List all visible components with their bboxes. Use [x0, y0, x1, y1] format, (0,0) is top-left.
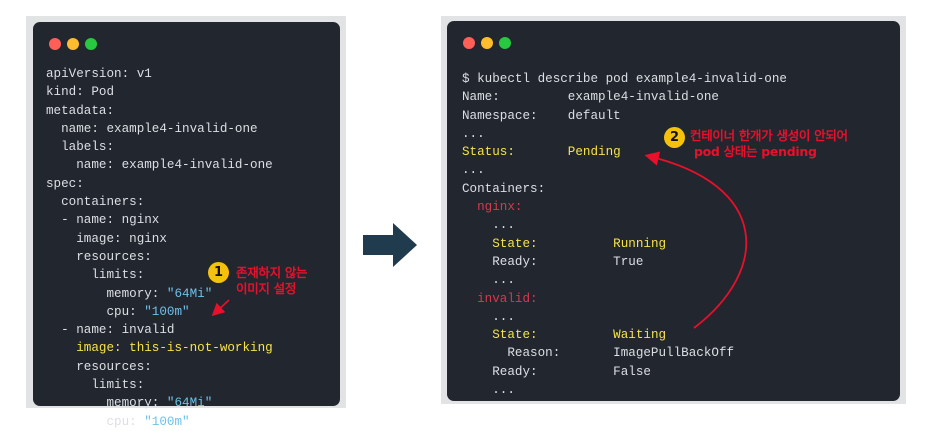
left-line: kind: Pod: [46, 85, 115, 100]
right-line: Ready: True: [462, 254, 644, 269]
left-line: name: example4-invalid-one: [46, 158, 273, 173]
right-terminal: $ kubectl describe pod example4-invalid-…: [447, 21, 900, 401]
left-terminal: apiVersion: v1 kind: Pod metadata: name: e…: [33, 22, 340, 429]
left-line: limits:: [46, 268, 145, 283]
right-line: invalid:: [462, 291, 538, 306]
left-line: - name: invalid: [46, 323, 175, 338]
left-line: image: nginx: [46, 231, 167, 246]
left-line: apiVersion: v1: [46, 67, 152, 81]
annotation-2-text: 컨테이너 한개가 생성이 안되어 pod 상태는 pending: [690, 128, 848, 159]
right-line: ...: [462, 126, 485, 141]
left-line: containers:: [46, 195, 145, 210]
left-line: image: this-is-not-working: [46, 341, 273, 356]
left-line: - name: nginx: [46, 213, 160, 228]
left-line: resources:: [46, 359, 152, 374]
left-line: resources:: [46, 249, 152, 264]
right-line: Name: example4-invalid-one: [462, 90, 719, 105]
right-line: State: Waiting: [462, 328, 667, 343]
flow-arrow-icon: [363, 223, 417, 267]
yaml-code: apiVersion: v1 kind: Pod metadata: name: e…: [46, 65, 273, 431]
maximize-dot-icon[interactable]: [85, 38, 97, 50]
right-line: $ kubectl describe pod example4-invalid-…: [462, 72, 787, 86]
right-line: Status: Pending: [462, 145, 621, 160]
minimize-dot-icon[interactable]: [67, 38, 79, 50]
right-line: ...: [462, 273, 515, 288]
right-line: State: Running: [462, 236, 667, 251]
right-line: Ready: False: [462, 364, 651, 379]
close-dot-icon[interactable]: [463, 37, 475, 49]
left-line: metadata:: [46, 103, 115, 118]
right-line: Containers:: [462, 181, 546, 196]
right-line: ...: [462, 163, 485, 178]
arrow-waiting-to-status: [644, 151, 748, 329]
right-line: ...: [462, 309, 515, 324]
left-line: name: example4-invalid-one: [46, 121, 258, 136]
step-2-badge: 2: [664, 127, 685, 148]
minimize-dot-icon[interactable]: [481, 37, 493, 49]
right-line: Reason: ImagePullBackOff: [462, 346, 735, 361]
right-line: ...: [462, 218, 515, 233]
left-line: cpu: "100m": [46, 304, 190, 319]
describe-output: $ kubectl describe pod example4-invalid-…: [462, 70, 787, 399]
step-1-badge: 1: [208, 262, 229, 283]
annotation-arrows: [211, 151, 748, 329]
right-line: nginx:: [462, 200, 523, 215]
maximize-dot-icon[interactable]: [499, 37, 511, 49]
left-line: labels:: [46, 140, 115, 155]
close-dot-icon[interactable]: [49, 38, 61, 50]
annotation-1-text: 존재하지 않는 이미지 설정: [236, 265, 308, 296]
left-line: spec:: [46, 176, 84, 191]
left-line: memory: "64Mi": [46, 396, 213, 411]
right-line: Namespace: default: [462, 108, 621, 123]
left-line: memory: "64Mi": [46, 286, 213, 301]
arrow-to-image-line: [211, 299, 230, 317]
left-line: limits:: [46, 378, 145, 393]
right-line: ...: [462, 383, 515, 398]
